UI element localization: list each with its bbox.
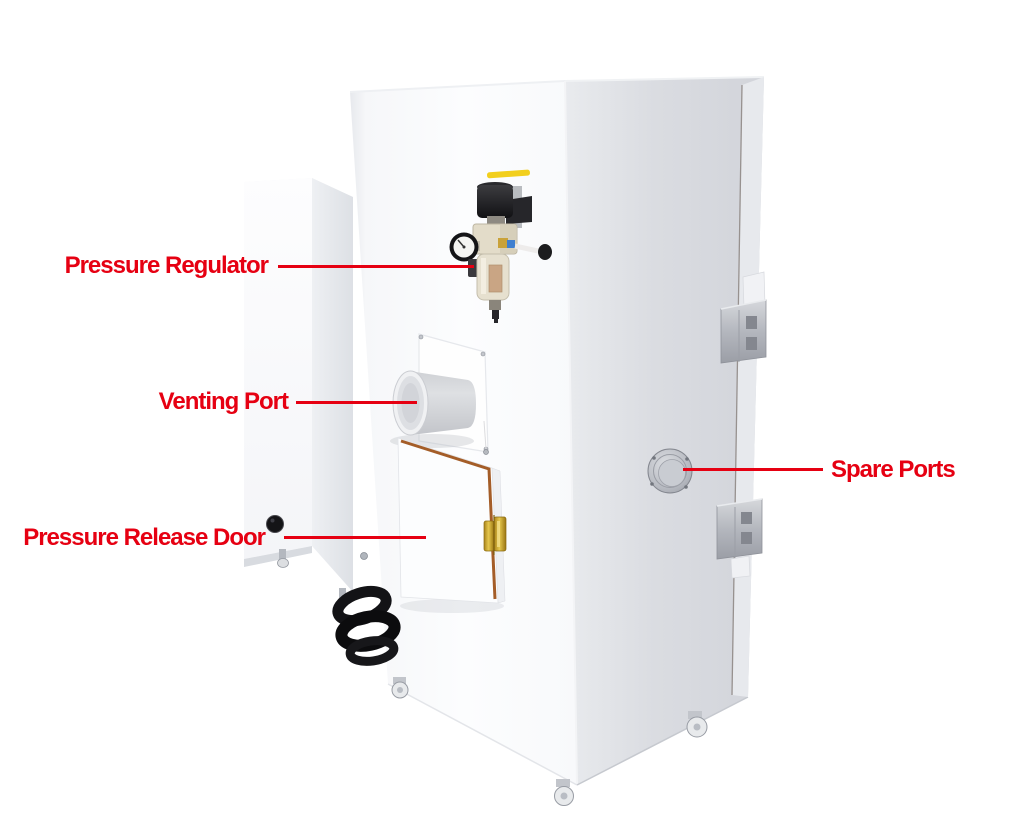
pressure-gauge bbox=[449, 232, 480, 262]
vacuum-hose bbox=[332, 585, 401, 666]
spare-port-cap bbox=[647, 448, 693, 494]
leader-line-pressure-regulator bbox=[278, 265, 474, 268]
brass-hinge bbox=[483, 515, 507, 555]
door-hinge-top bbox=[720, 271, 767, 364]
panel-screw bbox=[360, 552, 368, 560]
chamber-body bbox=[349, 76, 765, 786]
cable-port bbox=[266, 515, 284, 533]
auxiliary-column bbox=[244, 178, 353, 607]
label-pressure-release-door: Pressure Release Door bbox=[23, 524, 266, 551]
leader-line-pressure-release-door bbox=[284, 536, 426, 539]
warning-sticker bbox=[487, 169, 530, 179]
label-venting-port: Venting Port bbox=[158, 388, 289, 415]
caster-wheel bbox=[554, 779, 574, 806]
door-wire bbox=[483, 420, 487, 450]
label-spare-ports: Spare Ports bbox=[831, 456, 956, 483]
leader-line-venting-port bbox=[296, 401, 417, 404]
door-hinge-bottom bbox=[716, 498, 763, 579]
regulator-tube bbox=[514, 243, 539, 254]
pressure-release-door-panel bbox=[397, 420, 507, 613]
caster-wheel bbox=[686, 711, 708, 738]
regulator-blue-fitting bbox=[507, 240, 515, 248]
leader-line-spare-ports bbox=[683, 468, 823, 471]
pressure-regulator-assembly bbox=[449, 182, 552, 323]
label-pressure-regulator: Pressure Regulator bbox=[64, 252, 269, 279]
venting-port-cylinder bbox=[390, 370, 476, 448]
regulator-knob bbox=[477, 185, 513, 218]
copper-gasket bbox=[400, 439, 497, 600]
tube-end-cap bbox=[538, 244, 552, 260]
column-foot bbox=[277, 549, 289, 568]
door-screw bbox=[483, 449, 489, 455]
caster-wheel bbox=[391, 677, 409, 699]
filter-bowl bbox=[476, 253, 510, 323]
